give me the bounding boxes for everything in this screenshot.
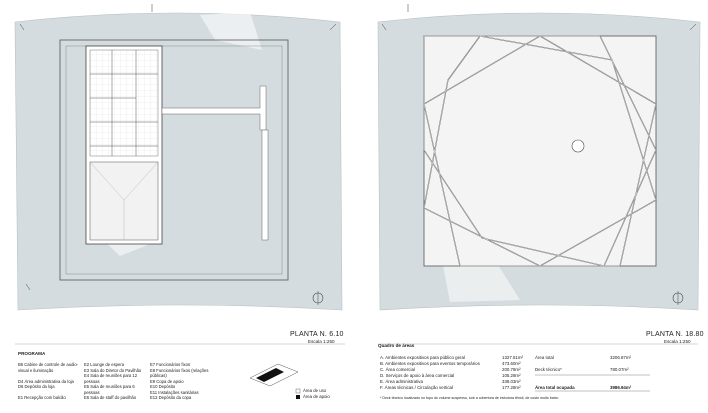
site-white-patch-2 (200, 12, 262, 50)
programa-item: E9 Copa de apoio (150, 378, 184, 384)
programa-col-3: E7 Funcionários fixos E8 Funcionários fi… (150, 362, 208, 401)
plan-right-scale: Escala 1:250 (664, 339, 691, 344)
section-marks (381, 4, 697, 31)
area-row-value: 177.28m² (502, 385, 521, 390)
area-row-label: D. Serviços de apoio à área comercial (380, 373, 455, 378)
plan-right-title: PLANTA N. 18.80 (646, 331, 704, 338)
programa-item: E12 Depósito da copa (150, 395, 192, 400)
programa-item: E3 Sala do Diretor do Pavilhão (84, 367, 142, 373)
programa-item: E2 Lounge de espera (84, 362, 125, 367)
plan-left-title: PLANTA N. 6.10 (290, 331, 344, 338)
total-value: 3986.94m² (610, 385, 632, 390)
section-marks (19, 4, 337, 291)
plan-right (377, 4, 701, 311)
legend-axonometric (249, 363, 299, 387)
office-grid (89, 49, 159, 157)
programa-item: E4 Sala de reuniões para 12 (84, 373, 138, 378)
tensile-roof-inner (423, 35, 657, 267)
area-row-value: 339.03m² (502, 379, 521, 384)
total-value: 780.07m² (610, 367, 629, 372)
programa-item: públicas) (150, 373, 167, 378)
programa-item: pessoas (84, 378, 100, 384)
floor-outline (59, 39, 289, 281)
legend-swatch-support (296, 395, 300, 399)
roof-center-ring (571, 139, 585, 153)
total-value: 3206.87m² (610, 355, 631, 360)
programa-item: E6 Sala de staff do pavilhão (84, 395, 137, 400)
areas-footnote: * Deck técnico localizado no topo do vol… (380, 396, 559, 400)
programa-item: E1 Recepção com balcão (18, 395, 66, 400)
programa-item: D6 Depósito da loja (18, 384, 55, 389)
area-row-value: 200.78m² (502, 367, 521, 372)
programa-item: visual e iluminação (18, 367, 54, 373)
area-row-label: E. Área administrativa (380, 379, 423, 384)
legend-swatch-use (295, 388, 301, 394)
total-label: Área total ocupada (535, 385, 575, 390)
programa-item: D4 Área administrativa da loja (18, 378, 74, 384)
areas-heading: Quadro de áreas (378, 343, 415, 348)
programa-item: B6 Cabine de controle de audio- (18, 362, 79, 367)
programa-col-1: B6 Cabine de controle de audio- visual e… (18, 362, 78, 401)
inner-slab (65, 45, 283, 275)
area-row-label: C. Área comercial (380, 367, 415, 372)
programa-item: pessoas (84, 389, 100, 395)
plan-left-scale: Escala 1:250 (308, 339, 335, 344)
area-row-label: B. Ambientes expositivos para eventos te… (380, 361, 480, 366)
legend-use-label: Área de uso (303, 388, 327, 393)
programa-item: E11 Instalações sanitárias (150, 389, 199, 395)
legend-support-label: Área de apoio (303, 394, 330, 399)
programa-heading: PROGRAMA (18, 351, 46, 356)
total-label: Área total (535, 355, 554, 360)
area-row-value: 1327.51m² (502, 355, 523, 360)
total-label: Deck técnico* (535, 367, 562, 372)
area-row-value: 105.28m² (502, 373, 521, 378)
plan-left (14, 4, 343, 311)
programa-col-2: E2 Lounge de espera E3 Sala do Diretor d… (84, 362, 141, 401)
programa-item: E10 Depósito (150, 384, 176, 389)
programa-item: E5 Sala de reuniões para 6 (84, 384, 135, 389)
programa-item: E7 Funcionários fixos (150, 362, 191, 367)
area-row-value: 473.60m² (502, 361, 521, 366)
office-walls (90, 50, 158, 156)
programa-item: E8 Funcionários fixos (relações (150, 367, 209, 373)
right-wall-strip (261, 129, 269, 241)
area-row-label: A. Ambientes expositivos para público ge… (380, 355, 465, 360)
void-diagonals (89, 161, 159, 240)
area-row-label: F. Áreas técnicas / Circulação vertical (380, 385, 453, 390)
